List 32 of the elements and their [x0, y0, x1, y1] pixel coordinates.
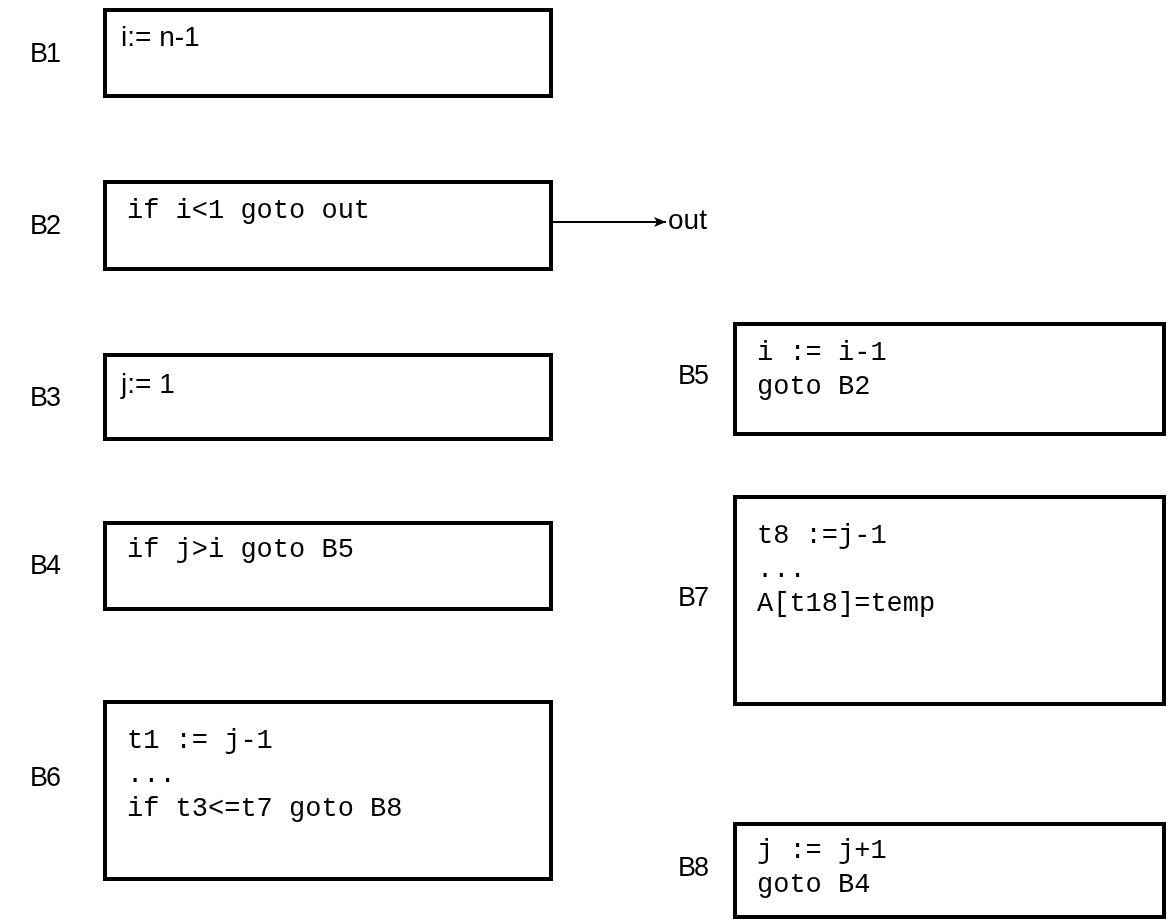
- code-line: j := j+1: [757, 835, 888, 868]
- basic-block: [733, 822, 1166, 919]
- basic-block: [103, 180, 553, 271]
- block-label: B7: [678, 582, 708, 613]
- code-line: if t3<=t7 goto B8: [127, 793, 404, 826]
- code-line: goto B2: [757, 371, 872, 404]
- basic-block: [103, 521, 553, 611]
- block-label: B8: [678, 852, 708, 883]
- block-label: B1: [30, 38, 60, 69]
- exit-label: out: [668, 204, 707, 236]
- code-line: A[t18]=temp: [757, 588, 937, 621]
- basic-block: [733, 495, 1166, 706]
- basic-block: [103, 353, 553, 441]
- code-line: i := i-1: [757, 337, 888, 370]
- basic-block: [733, 322, 1166, 436]
- block-label: B2: [30, 210, 60, 241]
- code-line: ...: [757, 554, 807, 587]
- code-line: if i<1 goto out: [127, 195, 372, 228]
- code-line: goto B4: [757, 869, 872, 902]
- code-line: j:= 1: [121, 367, 176, 401]
- block-label: B3: [30, 382, 60, 413]
- code-line: i:= n-1: [121, 20, 201, 54]
- block-label: B5: [678, 360, 708, 391]
- code-line: t1 := j-1: [127, 725, 274, 758]
- code-line: t8 :=j-1: [757, 520, 888, 553]
- basic-block: [103, 700, 553, 881]
- basic-block: [103, 8, 553, 98]
- code-line: ...: [127, 759, 177, 792]
- block-label: B6: [30, 762, 60, 793]
- arrow: [552, 217, 667, 227]
- code-line: if j>i goto B5: [127, 534, 355, 567]
- block-label: B4: [30, 550, 60, 581]
